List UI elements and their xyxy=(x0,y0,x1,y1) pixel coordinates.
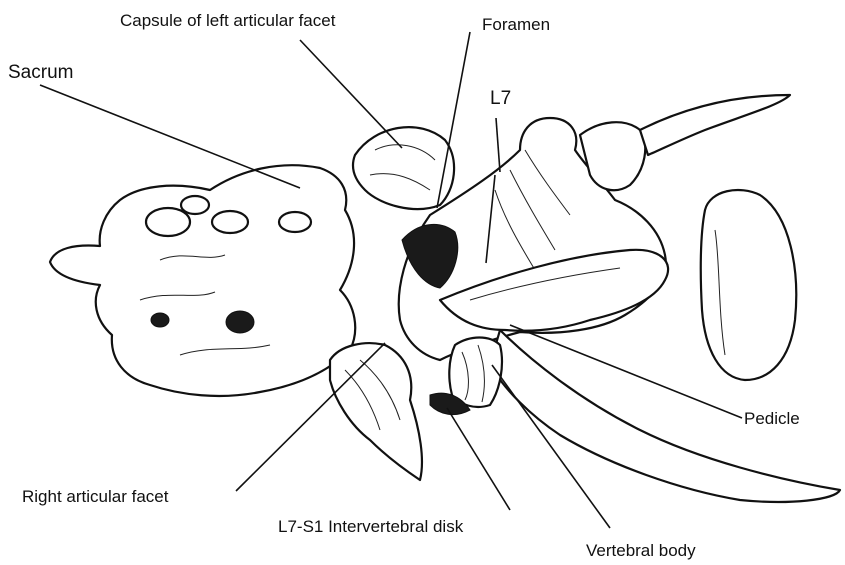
label-body: Vertebral body xyxy=(586,541,696,560)
cranial-process xyxy=(640,95,790,155)
label-right-facet: Right articular facet xyxy=(22,487,169,506)
intervertebral-disk xyxy=(449,338,502,407)
label-sacrum: Sacrum xyxy=(8,62,73,83)
sacral-foramen xyxy=(226,311,254,333)
leader-sacrum xyxy=(40,85,300,188)
label-disk: L7-S1 Intervertebral disk xyxy=(278,517,464,536)
vertebral-endplate xyxy=(701,190,796,380)
label-l7: L7 xyxy=(490,88,511,109)
label-foramen: Foramen xyxy=(482,15,550,34)
right-facet-bone xyxy=(330,343,422,480)
leader-disk xyxy=(447,408,510,510)
sacral-foramen xyxy=(151,313,169,327)
spine-illustration xyxy=(50,95,840,502)
leader-l7-top xyxy=(496,118,500,172)
sacral-tubercle xyxy=(146,208,190,236)
sacral-tubercle xyxy=(181,196,209,214)
sacral-tubercle xyxy=(212,211,248,233)
label-pedicle: Pedicle xyxy=(744,409,800,428)
sacral-tubercle xyxy=(279,212,311,232)
leader-capsule xyxy=(300,40,402,148)
label-capsule: Capsule of left articular facet xyxy=(120,11,336,30)
